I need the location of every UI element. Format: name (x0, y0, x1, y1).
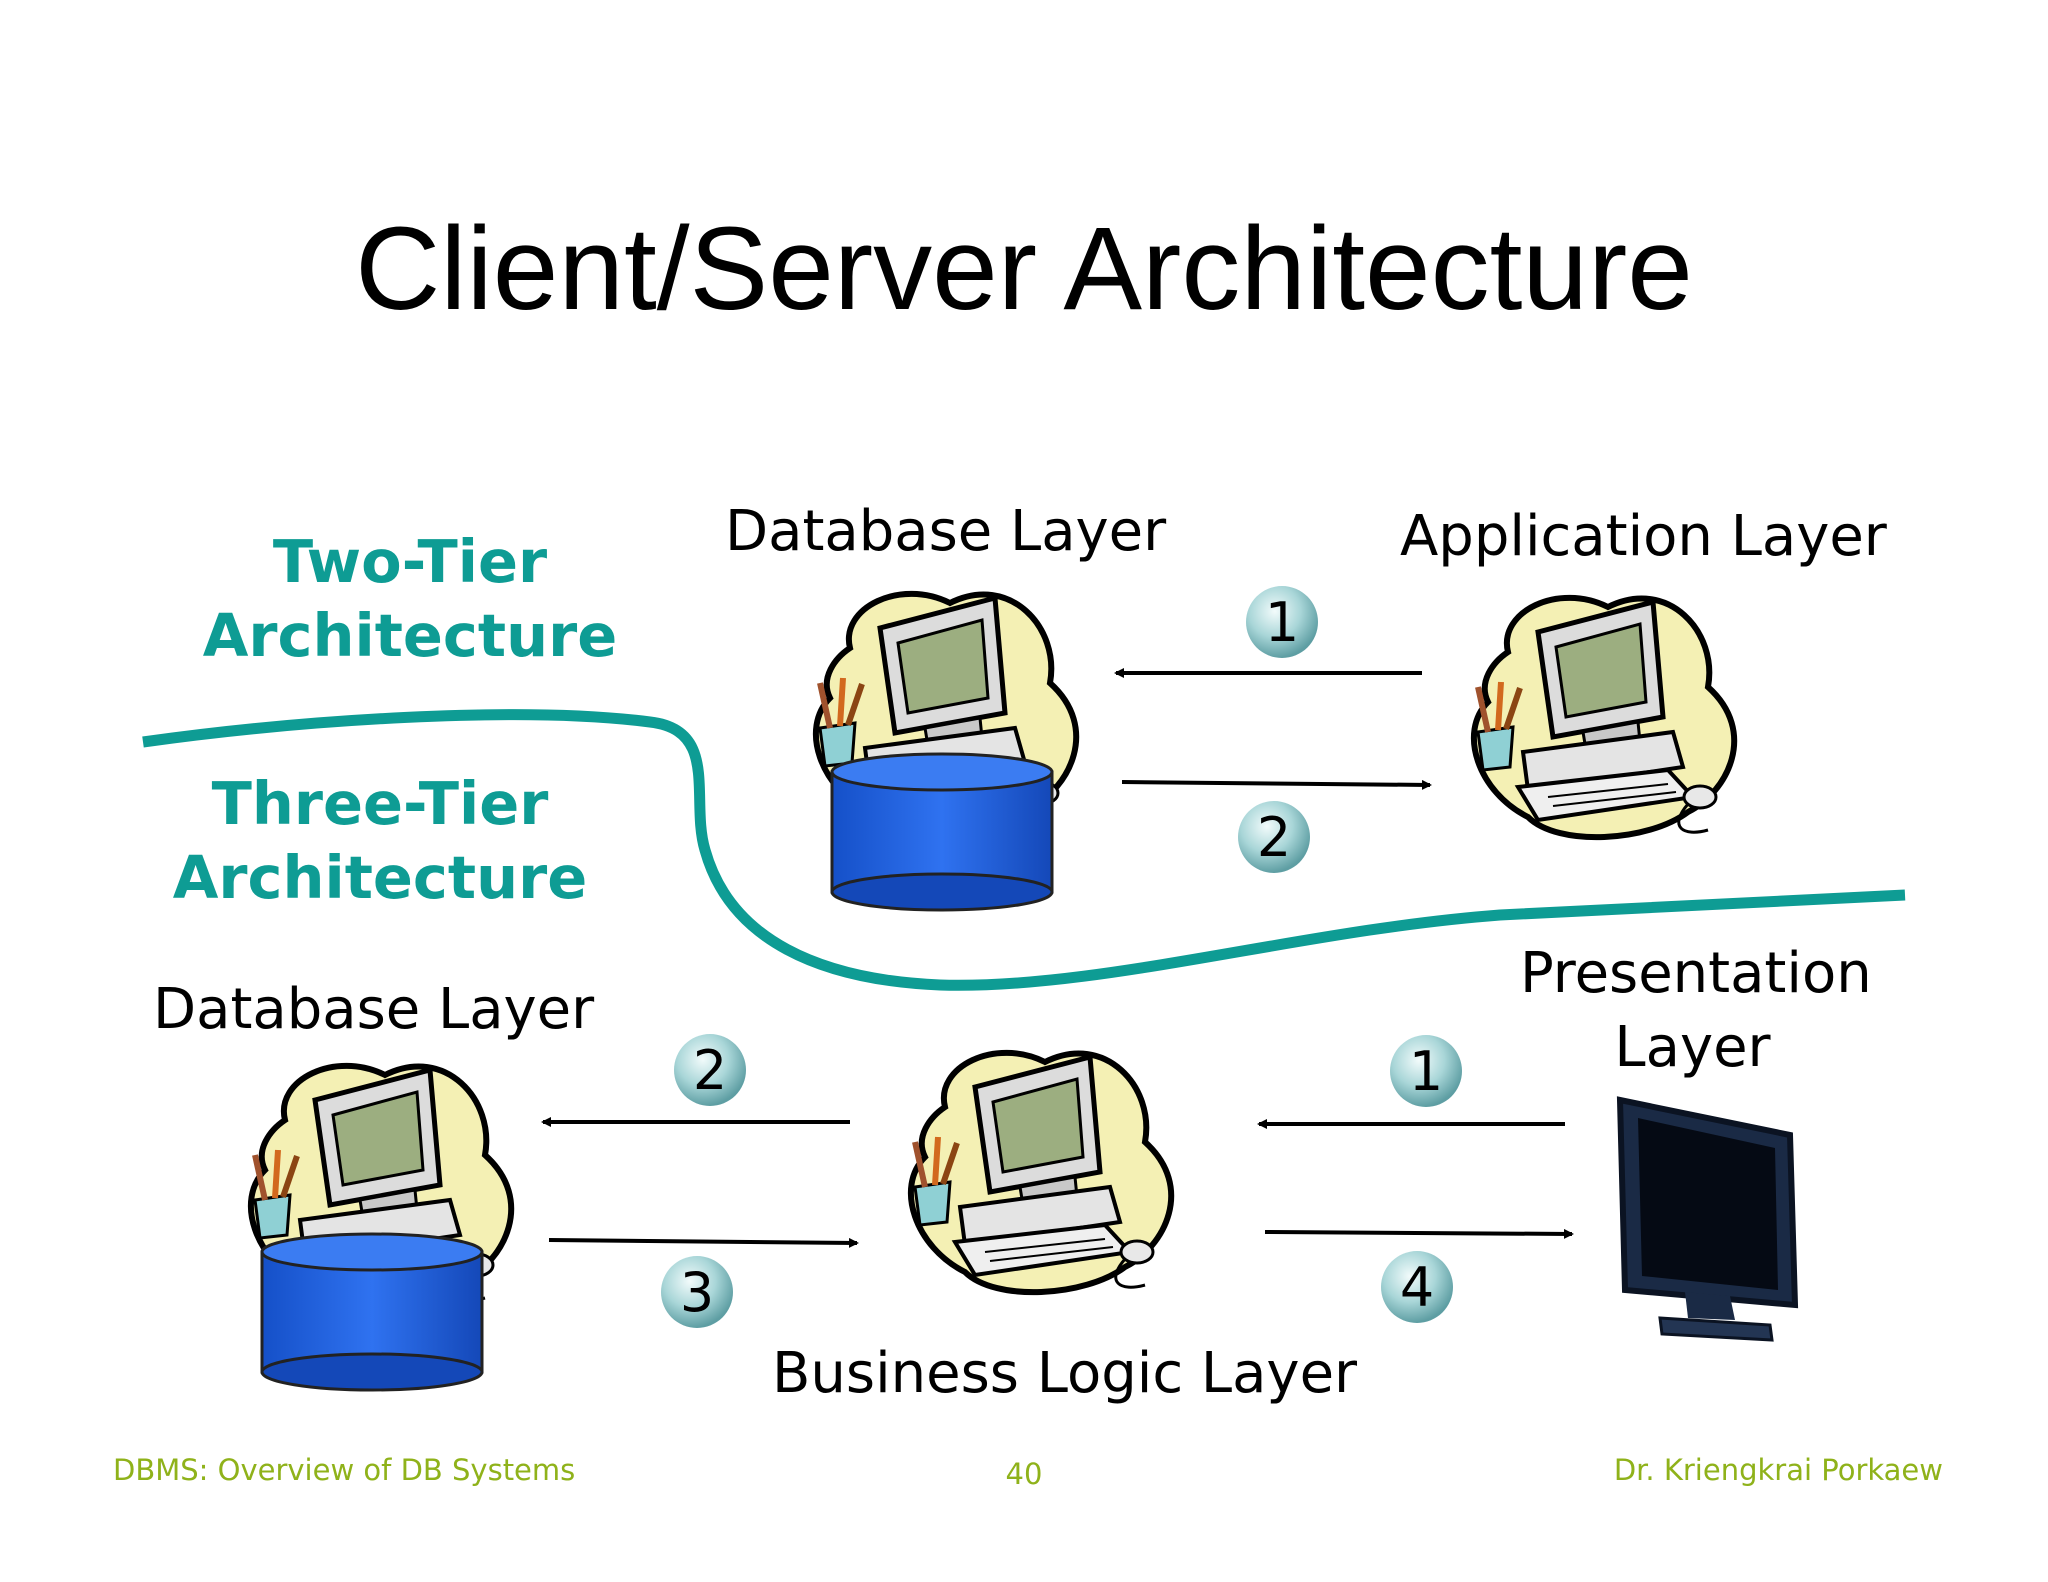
footer-page-number: 40 (1005, 1457, 1043, 1491)
presentation-layer-label-line2: Layer (1614, 1015, 1771, 1080)
tier-divider-curve (142, 709, 1906, 991)
step-badge-three-tier-1: 1 (1390, 1035, 1462, 1107)
two-tier-database-icon (830, 752, 1054, 912)
step-badge-two-tier-2-text: 2 (1257, 806, 1291, 869)
three-tier-label-line1: Three-Tier (211, 769, 549, 838)
two-tier-label-line2: Architecture (202, 601, 618, 670)
two-tier-label: Two-Tier Architecture (180, 525, 640, 673)
step-badge-three-tier-3-text: 3 (680, 1261, 714, 1324)
footer-course: DBMS: Overview of DB Systems (113, 1453, 576, 1487)
step-badge-two-tier-1-text: 1 (1265, 591, 1299, 654)
three-tier-arrow-3 (548, 1237, 859, 1248)
three-tier-database-layer-label: Database Layer (153, 977, 595, 1042)
presentation-layer-label: Presentation Layer (1520, 937, 1872, 1085)
two-tier-label-line1: Two-Tier (272, 527, 548, 596)
two-tier-database-layer-label: Database Layer (725, 499, 1167, 564)
step-badge-three-tier-2: 2 (674, 1034, 746, 1106)
three-tier-label: Three-Tier Architecture (150, 767, 610, 915)
two-tier-arrow-2 (1121, 779, 1432, 790)
step-badge-three-tier-4-text: 4 (1400, 1256, 1434, 1319)
step-badge-three-tier-2-text: 2 (693, 1039, 727, 1102)
presentation-layer-label-line1: Presentation (1520, 941, 1872, 1006)
presentation-monitor-icon (1616, 1096, 1799, 1342)
step-badge-three-tier-4: 4 (1381, 1251, 1453, 1323)
step-badge-three-tier-3: 3 (661, 1256, 733, 1328)
two-tier-application-layer-label: Application Layer (1400, 504, 1887, 569)
three-tier-database-icon (260, 1232, 484, 1392)
three-tier-label-line2: Architecture (172, 843, 588, 912)
step-badge-three-tier-1-text: 1 (1409, 1040, 1443, 1103)
business-logic-computer-icon (911, 1053, 1171, 1292)
footer-author: Dr. Kriengkrai Porkaew (1613, 1453, 1943, 1487)
step-badge-two-tier-2: 2 (1238, 801, 1310, 873)
step-badge-two-tier-1: 1 (1246, 586, 1318, 658)
slide-title: Client/Server Architecture (355, 203, 1693, 335)
two-tier-application-computer-icon (1474, 598, 1734, 837)
business-logic-layer-label: Business Logic Layer (772, 1341, 1358, 1406)
three-tier-arrow-4 (1264, 1228, 1574, 1239)
